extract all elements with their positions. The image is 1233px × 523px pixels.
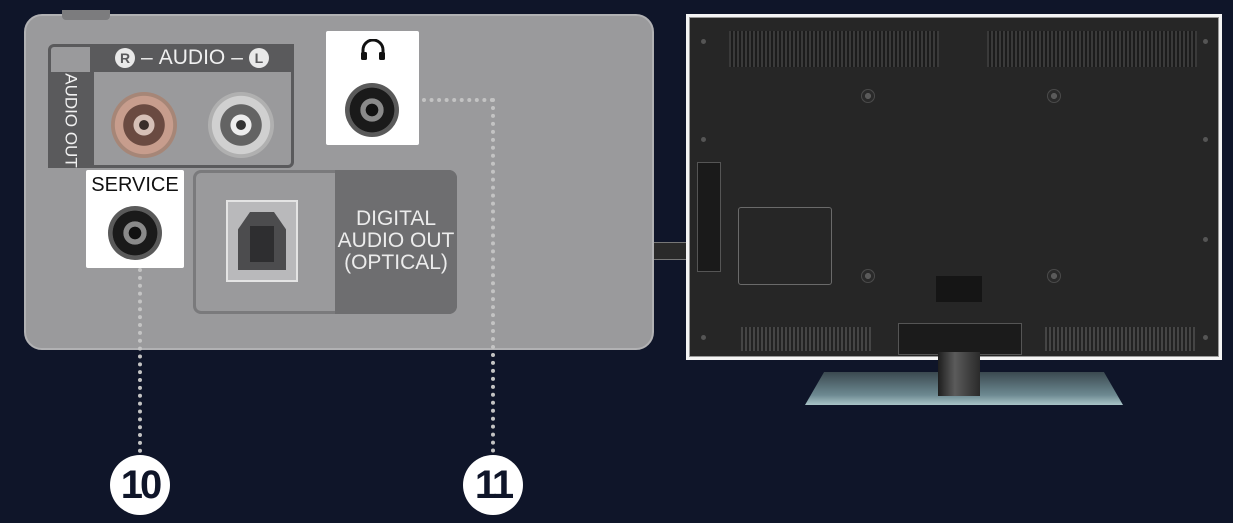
audio-word: AUDIO	[158, 46, 226, 69]
leader-line-service	[138, 268, 142, 453]
stand-mount-plate	[898, 323, 1022, 355]
audio-r-jack	[111, 92, 177, 158]
callout-10: 10	[110, 455, 170, 515]
headphone-icon	[361, 39, 385, 60]
r-badge: R	[115, 48, 136, 68]
service-port-box: SERVICE	[86, 170, 184, 268]
service-jack	[108, 206, 162, 260]
l-badge: L	[248, 48, 269, 68]
screw	[1047, 269, 1061, 283]
audio-header: R – AUDIO – L	[90, 44, 294, 72]
bottom-vent-right	[1045, 327, 1195, 351]
mount-dot	[1203, 237, 1208, 242]
screw	[1047, 89, 1061, 103]
callout-11: 11	[463, 455, 523, 515]
tv-side-slot	[697, 162, 721, 272]
bottom-vent-left	[741, 327, 871, 351]
dash-right: –	[231, 46, 243, 69]
stand-neck	[938, 352, 980, 396]
mount-dot	[1203, 39, 1208, 44]
screw	[861, 269, 875, 283]
headphone-jack	[345, 83, 399, 137]
tv-rear-view	[686, 14, 1222, 360]
panel-tab	[62, 10, 110, 20]
optical-line-1: DIGITAL	[355, 207, 437, 230]
optical-port	[226, 200, 298, 282]
mount-dot	[701, 39, 706, 44]
leader-line-headphone-h	[422, 98, 494, 102]
optical-label-bg	[335, 170, 457, 314]
headphone-port-box	[326, 31, 419, 145]
screw	[861, 89, 875, 103]
top-vent-left	[729, 31, 939, 67]
optical-line-3: (OPTICAL)	[344, 251, 448, 274]
dash-left: –	[141, 46, 153, 69]
optical-label: DIGITAL AUDIO OUT (OPTICAL)	[335, 208, 457, 274]
audio-out-label: AUDIO OUT	[61, 72, 81, 168]
mount-dot	[701, 335, 706, 340]
mount-dot	[1203, 137, 1208, 142]
leader-line-headphone-v	[491, 98, 495, 453]
audio-l-jack	[208, 92, 274, 158]
tv-terminal-area	[738, 207, 832, 285]
mount-dot	[1203, 335, 1208, 340]
mount-dot	[701, 137, 706, 142]
audio-out-side-label: AUDIO OUT	[48, 72, 94, 168]
service-label: SERVICE	[91, 174, 179, 196]
optical-line-2: AUDIO OUT	[337, 229, 455, 252]
top-vent-right	[987, 31, 1197, 67]
tv-label-plate	[936, 276, 982, 302]
